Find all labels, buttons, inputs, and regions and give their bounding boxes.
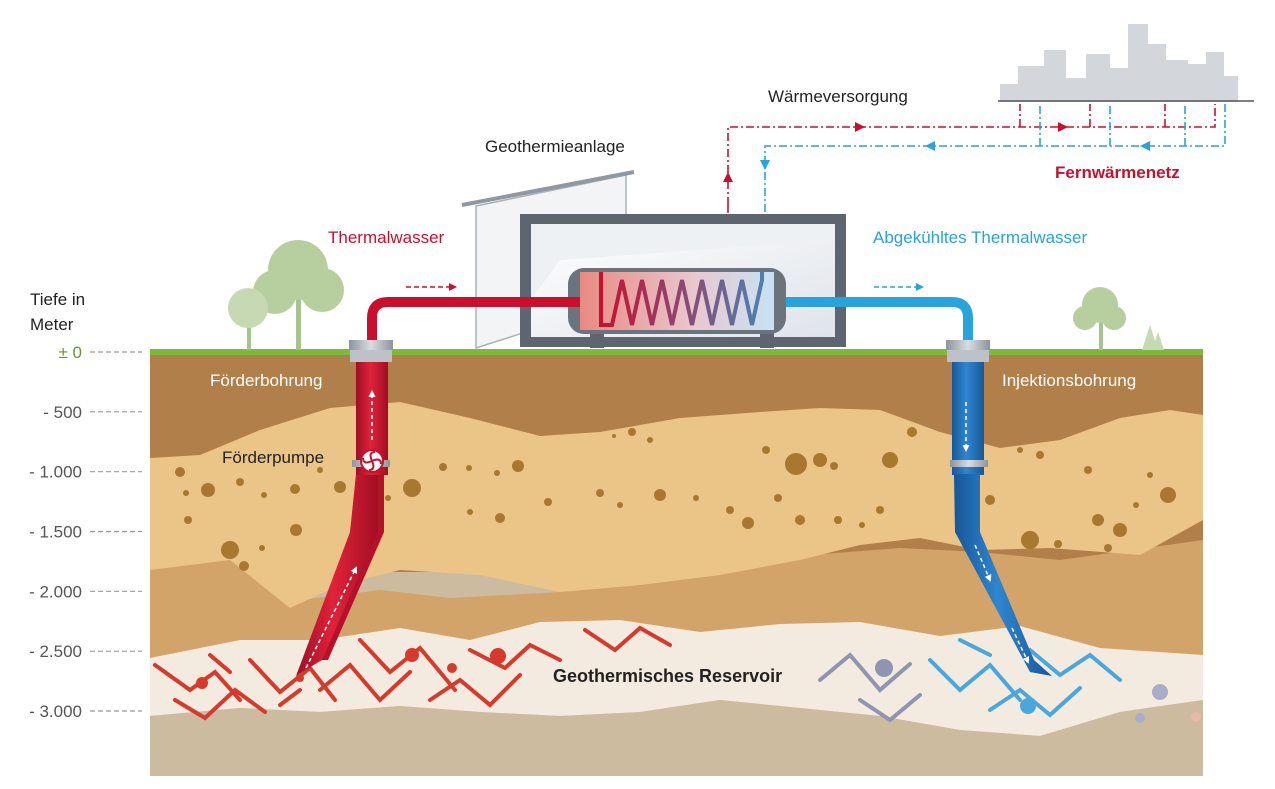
reservoir-fractures-hot [153,625,672,721]
surface-pipes [367,297,973,350]
reservoir-bubbles-cold [875,659,1201,723]
tree-icon [1073,287,1126,350]
depth-axis: Tiefe in Meter ± 0 - 500 - 1.000 - 1.500 - 2… [29,290,142,721]
tree-icon [228,288,268,350]
label-abgekuehltes-thermalwasser: Abgekühltes Thermalwasser [873,228,1088,247]
network-arrows [723,122,1150,182]
gravel-deposits [175,427,1176,571]
depth-tick-label: - 2.500 [29,642,82,661]
depth-ticks: ± 0 - 500 - 1.000 - 1.500 - 2.000 - 2.500 - 3.… [29,343,142,721]
depth-tick-label: - 2.000 [29,582,82,601]
sand-layer [150,402,1203,608]
city-skyline-icon [1000,24,1238,102]
tree-icon [1142,325,1164,350]
label-fernwaermenetz: Fernwärmenetz [1055,163,1180,182]
depth-tick-label: - 1.500 [29,523,82,542]
depth-axis-title-line2: Meter [30,315,74,334]
reservoir-fractures-cool [818,652,922,723]
grass-strip [150,349,1203,355]
tree-icon [253,240,344,350]
ground-layers [150,349,1203,776]
label-injektionsbohrung: Injektionsbohrung [1002,371,1136,390]
depth-axis-title-line1: Tiefe in [30,290,85,309]
label-foerderpumpe: Förderpumpe [222,448,324,467]
label-geothermisches-reservoir: Geothermisches Reservoir [553,666,782,686]
pump-fan-icon [360,449,384,473]
label-waermeversorgung: Wärmeversorgung [768,87,908,106]
depth-tick-label: - 500 [43,403,82,422]
bedrock-bottom [150,700,1203,776]
label-thermalwasser: Thermalwasser [328,228,445,247]
injektionsbohrung-well [946,340,1052,676]
depth-tick-label: ± 0 [58,343,82,362]
depth-tick-label: - 3.000 [29,702,82,721]
depth-tick-label: - 1.000 [29,463,82,482]
label-geothermieanlage: Geothermieanlage [485,137,625,156]
heat-exchanger-coil [599,272,764,327]
heat-exchanger [568,268,786,334]
production-flow-arrows [305,390,376,669]
reservoir-bubbles-hot [196,645,506,689]
label-foerderbohrung: Förderbohrung [210,371,322,390]
injection-flow-arrows [962,402,1030,664]
